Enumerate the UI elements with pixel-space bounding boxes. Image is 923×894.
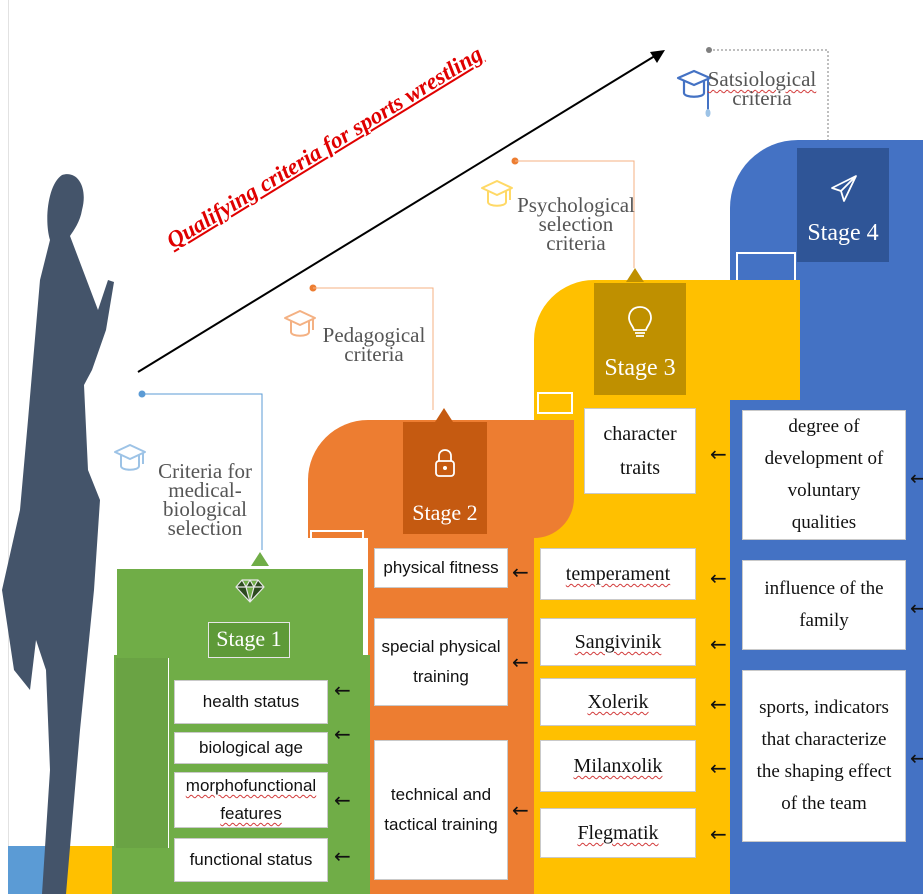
stage4-label: Stage 4 bbox=[807, 220, 879, 246]
stage2-header: Stage 2 bbox=[403, 422, 487, 534]
criteria-line: Psychological bbox=[517, 193, 635, 217]
stage1-label-box bbox=[208, 622, 290, 658]
stage2-outline-box bbox=[310, 530, 364, 566]
criteria-line: Pedagogical bbox=[322, 323, 426, 347]
stage2-criteria-text: Pedagogical criteria bbox=[318, 323, 430, 366]
criteria-line: criteria bbox=[546, 231, 606, 255]
stage1-header: Stage 1 bbox=[208, 572, 290, 662]
left-arrow-icon: ← bbox=[910, 746, 923, 770]
left-arrow-icon: ← bbox=[710, 632, 727, 656]
left-arrow-icon: ← bbox=[334, 722, 351, 746]
list-item-team-shaping-effect: sports, indicators that characterize the… bbox=[742, 670, 906, 842]
stage2-label: Stage 2 bbox=[412, 500, 478, 525]
criteria-line: biological bbox=[163, 497, 247, 521]
list-item-sangivinik: Sangivinik bbox=[540, 618, 696, 666]
left-arrow-icon: ← bbox=[710, 692, 727, 716]
list-item-character-traits: character traits bbox=[584, 408, 696, 494]
left-arrow-icon: ← bbox=[710, 756, 727, 780]
left-arrow-icon: ← bbox=[910, 466, 923, 490]
list-item-biological-age: biological age bbox=[174, 732, 328, 764]
page-border-left bbox=[8, 0, 9, 850]
list-item-influence-of-family: influence of the family bbox=[742, 560, 906, 650]
list-item-morphofunctional-features: morphofunctional features bbox=[174, 772, 328, 828]
criteria-line: selection bbox=[538, 212, 614, 236]
list-item-milanxolik: Milanxolik bbox=[540, 740, 696, 792]
left-arrow-icon: ← bbox=[334, 678, 351, 702]
stage1-triangle-marker bbox=[251, 552, 269, 566]
criteria-line: selection bbox=[167, 516, 243, 540]
left-arrow-icon: ← bbox=[334, 788, 351, 812]
bottom-strip-yellow bbox=[64, 846, 112, 894]
criteria-line: criteria bbox=[344, 342, 404, 366]
left-arrow-icon: ← bbox=[334, 844, 351, 868]
stage3-label: Stage 3 bbox=[604, 355, 676, 381]
list-item-functional-status: functional status bbox=[174, 838, 328, 882]
list-item-flegmatik: Flegmatik bbox=[540, 808, 696, 858]
list-item-temperament: temperament bbox=[540, 548, 696, 600]
stage3-criteria-text: Psychological selection criteria bbox=[516, 193, 636, 255]
criteria-line: medical- bbox=[168, 478, 242, 502]
left-arrow-icon: ← bbox=[910, 596, 923, 620]
graduation-cap-icon bbox=[284, 310, 316, 337]
list-item-technical-tactical-training: technical and tactical training bbox=[374, 740, 508, 880]
criteria-line: criteria bbox=[732, 86, 792, 110]
stage4-criteria-text: Satsiological criteria bbox=[704, 67, 820, 110]
stage3-triangle-marker bbox=[626, 268, 644, 282]
stage1-left-strip bbox=[116, 658, 169, 848]
left-arrow-icon: ← bbox=[512, 650, 529, 674]
stage2-triangle-marker bbox=[435, 408, 453, 422]
stage3-outline-box bbox=[537, 392, 573, 414]
paper-plane-icon bbox=[831, 175, 857, 202]
stage1-label: Stage 1 bbox=[216, 626, 282, 651]
list-item-xolerik: Xolerik bbox=[540, 678, 696, 726]
list-item-special-physical-training: special physical training bbox=[374, 618, 508, 706]
stage4-header: Stage 4 bbox=[797, 148, 889, 262]
diamond-icon bbox=[235, 579, 265, 603]
stage3-header: Stage 3 bbox=[594, 283, 686, 395]
left-arrow-icon: ← bbox=[710, 566, 727, 590]
graduation-cap-icon bbox=[114, 444, 146, 471]
stage3-column-right-curve bbox=[700, 280, 800, 398]
graduation-cap-icon bbox=[676, 69, 712, 117]
athlete-silhouette bbox=[2, 174, 114, 894]
stage1-criteria-text: Criteria for medical- biological selecti… bbox=[150, 459, 260, 540]
left-arrow-icon: ← bbox=[512, 798, 529, 822]
criteria-line: Satsiological bbox=[707, 67, 817, 91]
list-item-voluntary-qualities: degree of development of voluntary quali… bbox=[742, 410, 906, 540]
lock-icon bbox=[435, 449, 455, 477]
left-arrow-icon: ← bbox=[512, 560, 529, 584]
graduation-cap-icon bbox=[481, 180, 513, 207]
list-item-health-status: health status bbox=[174, 680, 328, 724]
left-arrow-icon: ← bbox=[710, 442, 727, 466]
left-arrow-icon: ← bbox=[710, 822, 727, 846]
criteria-line: Criteria for bbox=[158, 459, 252, 483]
list-item-physical-fitness: physical fitness bbox=[374, 548, 508, 588]
lightbulb-icon bbox=[628, 306, 652, 337]
